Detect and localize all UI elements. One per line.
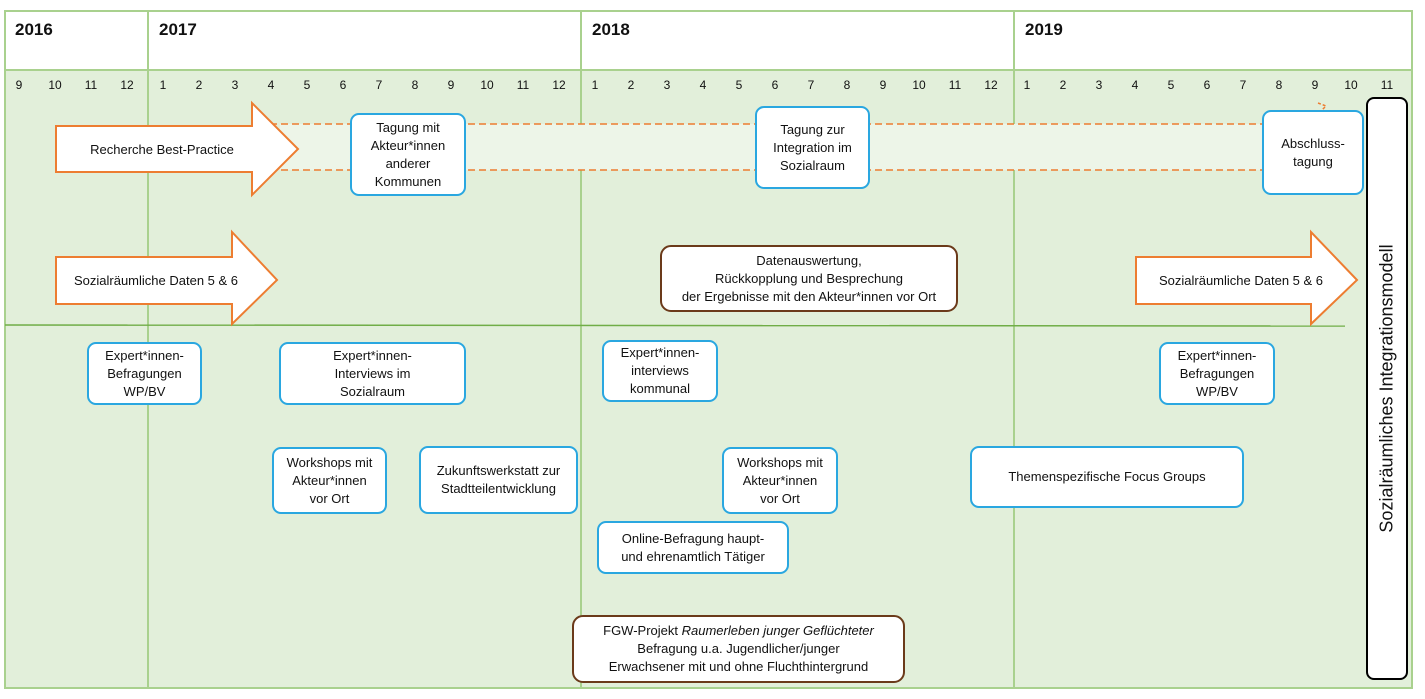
box-focus-groups: Themenspezifische Focus Groups	[970, 446, 1244, 508]
box-expert-interviews-kommunal-text: Expert*innen- interviews kommunal	[620, 345, 700, 396]
fgw-prefix: FGW-Projekt	[603, 623, 682, 638]
fgw-title: Raumerleben junger Geflüchteter	[681, 623, 874, 638]
timeline-frame	[4, 10, 1413, 689]
month-label: 6	[1203, 78, 1211, 92]
box-tagung-akteure: Tagung mit Akteur*innen anderer Kommunen	[350, 113, 466, 196]
arrow-daten-left	[55, 229, 279, 327]
month-label: 2	[195, 78, 203, 92]
box-zukunftswerkstatt-text: Zukunftswerkstatt zur Stadtteilentwicklu…	[436, 463, 561, 496]
arrow-daten-right	[1135, 229, 1359, 327]
month-label: 1	[591, 78, 599, 92]
box-expert-interviews-kommunal: Expert*innen- interviews kommunal	[602, 340, 718, 402]
arrow-daten-right-label: Sozialräumliche Daten 5 & 6	[1158, 273, 1324, 288]
box-zukunftswerkstatt: Zukunftswerkstatt zur Stadtteilentwicklu…	[419, 446, 578, 514]
fgw-rest: Befragung u.a. Jugendlicher/junger Erwac…	[608, 641, 869, 674]
month-label: 10	[48, 78, 62, 92]
month-label: 8	[1275, 78, 1283, 92]
month-label: 6	[339, 78, 347, 92]
box-workshops-1: Workshops mit Akteur*innen vor Ort	[272, 447, 387, 514]
box-workshops-2: Workshops mit Akteur*innen vor Ort	[722, 447, 838, 514]
box-expert-interviews-sozialraum-text: Expert*innen- Interviews im Sozialraum	[333, 347, 412, 399]
month-label: 1	[159, 78, 167, 92]
month-label: 11	[516, 78, 530, 92]
box-datenauswertung-text: Datenauswertung, Rückkopplung und Bespre…	[681, 252, 937, 304]
box-focus-groups-text: Themenspezifische Focus Groups	[1008, 469, 1206, 484]
month-label: 5	[303, 78, 311, 92]
month-label: 5	[1167, 78, 1175, 92]
month-label: 4	[267, 78, 275, 92]
box-abschlusstagung-text: Abschluss- tagung	[1281, 135, 1345, 169]
dashed-arrow-tip	[1317, 102, 1328, 113]
month-label: 5	[735, 78, 743, 92]
box-expert-befragungen-1: Expert*innen- Befragungen WP/BV	[87, 342, 202, 405]
box-datenauswertung: Datenauswertung, Rückkopplung und Bespre…	[660, 245, 958, 312]
month-label: 8	[843, 78, 851, 92]
month-label: 4	[1131, 78, 1139, 92]
month-label: 8	[411, 78, 419, 92]
month-label: 2	[1059, 78, 1067, 92]
month-label: 10	[912, 78, 926, 92]
year-label-2018: 2018	[592, 20, 630, 39]
month-label: 3	[231, 78, 239, 92]
month-label: 2	[627, 78, 635, 92]
box-online-befragung: Online-Befragung haupt- und ehrenamtlich…	[597, 521, 789, 574]
month-label: 7	[375, 78, 383, 92]
arrow-recherche	[55, 100, 300, 198]
integration-model-label: Sozialräumliches Integrationsmodell	[1376, 244, 1397, 533]
month-label: 9	[15, 78, 23, 92]
box-online-befragung-text: Online-Befragung haupt- und ehrenamtlich…	[621, 530, 765, 564]
section-divider	[4, 324, 1346, 327]
box-abschlusstagung: Abschluss- tagung	[1262, 110, 1364, 195]
month-label: 7	[1239, 78, 1247, 92]
month-label: 11	[948, 78, 962, 92]
arrow-recherche-label: Recherche Best-Practice	[90, 141, 234, 157]
year-label-2016: 2016	[15, 20, 53, 39]
month-label: 10	[1344, 78, 1358, 92]
month-label: 11	[1380, 78, 1394, 92]
month-label: 10	[480, 78, 494, 92]
box-tagung-integration: Tagung zur Integration im Sozialraum	[755, 106, 870, 189]
month-label: 6	[771, 78, 779, 92]
month-label: 11	[84, 78, 98, 92]
box-expert-befragungen-1-text: Expert*innen- Befragungen WP/BV	[105, 347, 184, 399]
month-label: 1	[1023, 78, 1031, 92]
month-label: 12	[552, 78, 566, 92]
integration-model-box: Sozialräumliches Integrationsmodell	[1366, 97, 1408, 680]
arrow-daten-left-label: Sozialräumliche Daten 5 & 6	[73, 273, 239, 288]
box-expert-befragungen-2: Expert*innen- Befragungen WP/BV	[1159, 342, 1275, 405]
month-label: 7	[807, 78, 815, 92]
month-label: 9	[879, 78, 887, 92]
month-label: 4	[699, 78, 707, 92]
box-fgw-projekt-content: FGW-Projekt Raumerleben junger Geflüchte…	[603, 622, 874, 676]
box-workshops-2-text: Workshops mit Akteur*innen vor Ort	[737, 454, 823, 506]
month-label: 12	[120, 78, 134, 92]
box-tagung-integration-text: Tagung zur Integration im Sozialraum	[773, 121, 852, 173]
box-workshops-1-text: Workshops mit Akteur*innen vor Ort	[286, 454, 373, 506]
month-label: 12	[984, 78, 998, 92]
year-label-2017: 2017	[159, 20, 197, 39]
box-expert-interviews-sozialraum: Expert*innen- Interviews im Sozialraum	[279, 342, 466, 405]
box-tagung-akteure-text: Tagung mit Akteur*innen anderer Kommunen	[370, 119, 446, 189]
month-label: 9	[447, 78, 455, 92]
box-expert-befragungen-2-text: Expert*innen- Befragungen WP/BV	[1177, 347, 1257, 399]
year-label-2019: 2019	[1025, 20, 1063, 39]
month-label: 9	[1311, 78, 1319, 92]
month-label: 3	[1095, 78, 1103, 92]
month-label: 3	[663, 78, 671, 92]
box-fgw-projekt: FGW-Projekt Raumerleben junger Geflüchte…	[572, 615, 905, 683]
